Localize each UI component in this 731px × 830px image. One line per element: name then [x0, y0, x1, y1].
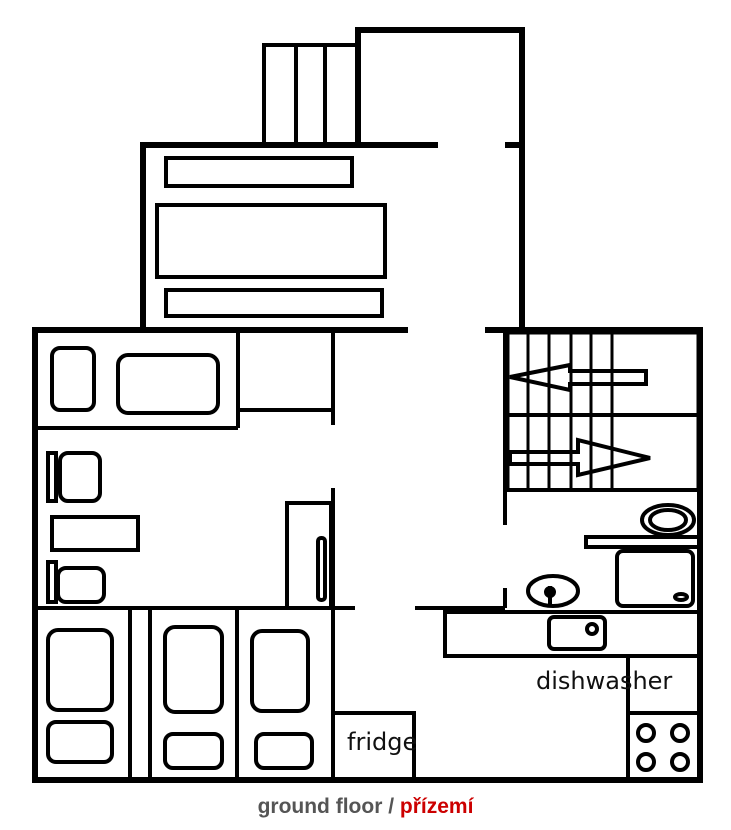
stove-burner-1 — [636, 723, 656, 743]
stair-arrow-down-icon — [508, 437, 651, 478]
dishwasher-label: dishwasher — [536, 667, 673, 695]
wardrobe — [285, 501, 333, 610]
kitchen-counter — [443, 610, 702, 658]
bathroom — [526, 503, 702, 608]
fridge-label: fridge — [347, 728, 418, 756]
plan-caption: ground floor / přízemí — [0, 795, 731, 819]
stove-burner-3 — [636, 752, 656, 772]
top-left-fixtures — [50, 346, 220, 415]
caption-separator: / — [382, 795, 400, 818]
stair-arrow-up-icon — [509, 362, 648, 393]
dining-set — [46, 451, 140, 604]
fridge — [331, 711, 416, 782]
caption-primary: ground floor — [257, 795, 383, 818]
chair-back-2 — [46, 560, 58, 604]
armchair — [50, 346, 96, 412]
bench-bottom — [164, 288, 384, 318]
bathtub — [116, 353, 220, 415]
kitchen-sink — [547, 615, 607, 651]
stove-burner-4 — [670, 752, 690, 772]
upper-room-furniture — [155, 156, 387, 318]
kitchen — [443, 610, 702, 780]
stove-burner-2 — [670, 723, 690, 743]
caption-secondary: přízemí — [399, 795, 474, 818]
bed — [155, 203, 387, 279]
bench-top — [164, 156, 354, 188]
chair — [58, 451, 102, 503]
entrance-steps — [262, 43, 360, 147]
table — [50, 515, 140, 552]
bottom-beds — [46, 625, 314, 770]
upper-wing-wall — [140, 142, 438, 333]
chair-2 — [56, 566, 106, 604]
staircase — [506, 331, 700, 492]
sink-drain — [585, 622, 599, 636]
entrance-corridor-wall — [355, 27, 525, 333]
chair-back — [46, 451, 58, 503]
